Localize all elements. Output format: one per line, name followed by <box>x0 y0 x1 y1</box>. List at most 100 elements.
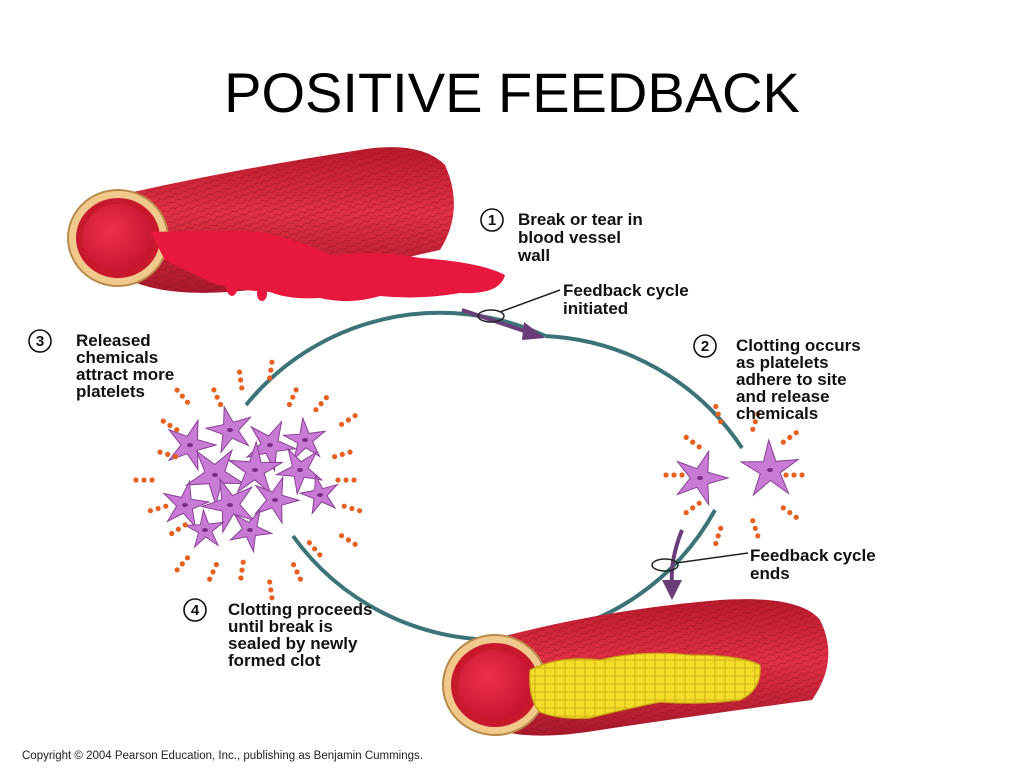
blood-clot <box>529 652 761 719</box>
blood-pool <box>150 231 505 302</box>
chemical-dot <box>155 505 161 512</box>
step-4-line-2: until break is <box>228 617 333 636</box>
chemical-dot <box>286 401 293 408</box>
cycle-ends-label: Feedback cycle ends <box>750 546 876 583</box>
chemical-dot <box>313 407 319 413</box>
chemical-dot <box>318 401 324 407</box>
chemical-dot <box>345 417 351 423</box>
chemical-dot <box>217 401 224 408</box>
chemical-dot <box>755 533 761 539</box>
platelet-nucleus <box>317 493 323 497</box>
chemical-dot <box>783 472 789 478</box>
chemical-dot <box>184 555 191 561</box>
chemical-dot <box>182 522 188 528</box>
chemical-dot <box>239 385 245 391</box>
chemical-dot <box>312 546 318 552</box>
chemical-dot <box>787 509 793 516</box>
chemical-dot <box>713 540 719 547</box>
chemical-dot <box>339 421 345 427</box>
chemical-dot <box>793 514 799 520</box>
step-2-line-2: as platelets <box>736 353 829 372</box>
platelet-nucleus <box>302 438 308 442</box>
blood-drop <box>257 287 267 301</box>
slide-title: POSITIVE FEEDBACK <box>224 61 800 124</box>
step-2-line-1: Clotting occurs <box>736 336 861 355</box>
chemical-dot <box>780 505 786 511</box>
chemical-dot <box>213 562 219 568</box>
chemical-dot <box>207 576 213 582</box>
chemical-dot <box>332 454 338 460</box>
chemical-dot <box>752 525 758 531</box>
chemical-dot <box>690 439 696 445</box>
step-3-line-1: Released <box>76 331 151 350</box>
chemical-dot <box>752 419 758 425</box>
step-1-label: 1 Break or tear in blood vessel wall <box>480 208 643 265</box>
chemical-dot <box>291 562 297 568</box>
chemical-dot <box>133 477 139 483</box>
chemical-dot <box>240 559 246 565</box>
chemical-dot <box>339 533 345 539</box>
chemical-dot <box>174 387 180 393</box>
cycle-ends-line-2: ends <box>750 564 790 583</box>
chemical-dot <box>163 503 169 509</box>
cycle-initiated-line-2: initiated <box>563 299 628 318</box>
chemical-dot <box>718 419 724 425</box>
chemical-dot <box>210 569 216 575</box>
chemical-dot <box>323 395 329 401</box>
chemical-dot <box>352 541 358 547</box>
step-2-line-4: and release <box>736 387 830 406</box>
chemical-dot <box>713 403 719 410</box>
chemical-dot <box>269 359 275 365</box>
chemical-dot <box>172 454 178 460</box>
cycle-end-arrow <box>651 529 749 600</box>
platelet-cluster-small <box>663 403 805 547</box>
step-4-line-4: formed clot <box>228 651 321 670</box>
platelet-nucleus <box>272 498 278 502</box>
chemical-dot <box>294 569 300 575</box>
chemical-dot <box>335 477 341 483</box>
chemical-dot <box>351 477 357 483</box>
chemical-dot <box>799 472 805 478</box>
chemical-dot <box>160 418 166 424</box>
chemical-dot <box>345 537 351 543</box>
chemical-dot <box>696 500 702 506</box>
cycle-initiated-line-1: Feedback cycle <box>563 281 689 300</box>
chemical-dot <box>696 444 702 450</box>
blood-drop <box>226 274 238 296</box>
chemical-dot <box>268 367 274 373</box>
platelet-nucleus <box>182 503 188 507</box>
step-2-number: 2 <box>701 338 709 355</box>
chemical-dot <box>715 411 721 417</box>
platelet-nucleus <box>227 503 233 507</box>
chemical-dot <box>306 540 312 546</box>
platelet-nucleus <box>187 443 193 447</box>
chemical-dot <box>718 525 724 531</box>
platelet-nucleus <box>252 468 258 472</box>
platelet-nucleus <box>297 468 303 472</box>
chemical-dot <box>341 503 347 509</box>
torn-blood-vessel <box>67 147 505 302</box>
chemical-dot <box>267 579 273 585</box>
step-3-line-3: attract more <box>76 365 174 384</box>
step-3-number: 3 <box>36 333 44 350</box>
step-4-line-3: sealed by newly <box>228 634 358 653</box>
platelet <box>227 440 284 495</box>
chemical-dot <box>165 451 171 457</box>
chemical-dot <box>683 509 689 516</box>
chemical-dot <box>780 439 786 445</box>
chemical-dot <box>149 477 155 483</box>
chemical-dot <box>179 393 185 399</box>
step-3-line-2: chemicals <box>76 348 158 367</box>
chemical-dot <box>174 427 180 433</box>
chemical-dot <box>174 567 180 573</box>
step-3-label: 3 Released chemicals attract more platel… <box>28 329 174 401</box>
chemical-dot <box>269 595 275 601</box>
chemical-dot <box>184 399 191 405</box>
chemical-dot <box>679 472 685 478</box>
chemical-dot <box>715 533 721 539</box>
chemical-dot <box>267 375 273 381</box>
cycle-start-arrow <box>461 289 561 340</box>
step-3-line-4: platelets <box>76 382 145 401</box>
chemical-dot <box>238 377 244 383</box>
